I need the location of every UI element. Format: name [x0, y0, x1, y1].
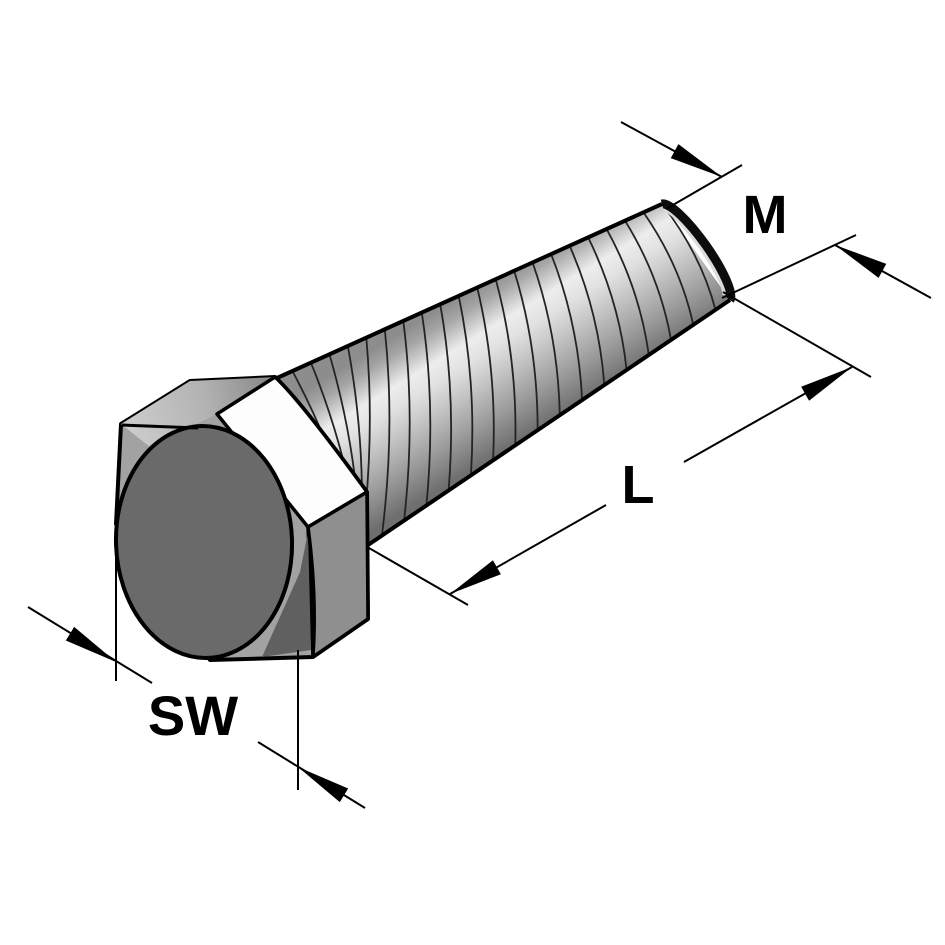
dimension-arrow [801, 367, 852, 401]
head-lower-facet [262, 532, 311, 657]
dimension-m: M [620, 121, 932, 299]
head-edge-top [121, 423, 199, 430]
shank-body [277, 204, 730, 545]
thread-line [513, 270, 539, 431]
thread-line [568, 245, 606, 386]
thread-line [381, 329, 391, 536]
dimension-arrow [670, 144, 722, 177]
thread-line [402, 320, 411, 521]
m-extension-line-2 [721, 234, 857, 299]
bolt-head [113, 375, 370, 662]
dimension-arrow [298, 767, 349, 803]
thread-line [624, 220, 672, 341]
shank-top-edge [276, 202, 663, 380]
m-extension-line-1 [665, 164, 743, 210]
tip-rim-light [663, 207, 726, 296]
dimension-arrow [835, 245, 887, 278]
thread-line [420, 312, 432, 506]
dimension-l: L [368, 291, 872, 606]
label-m: M [743, 185, 788, 245]
thread-line [531, 262, 561, 416]
shank-bottom-edge [366, 298, 732, 547]
dimension-arrow [450, 560, 501, 594]
thread-line [494, 278, 517, 446]
thread-line [605, 228, 650, 356]
thread-line [642, 211, 695, 326]
dimension-sw: SW [27, 508, 366, 809]
thread-line [550, 253, 583, 401]
thread-line [587, 237, 628, 371]
l-extension-line-1 [368, 547, 469, 606]
thread-line [439, 304, 453, 491]
head-top-facet [121, 377, 275, 447]
bolt-shank [276, 199, 736, 551]
label-l: L [622, 455, 655, 515]
thread-lines [291, 203, 717, 551]
l-extension-line-2 [722, 291, 872, 378]
head-edge-right [306, 526, 316, 657]
head-side-facet [306, 490, 370, 659]
thread-line [476, 287, 495, 461]
thread-line [457, 295, 474, 476]
label-sw: SW [148, 684, 238, 747]
dimension-arrow [65, 626, 116, 662]
